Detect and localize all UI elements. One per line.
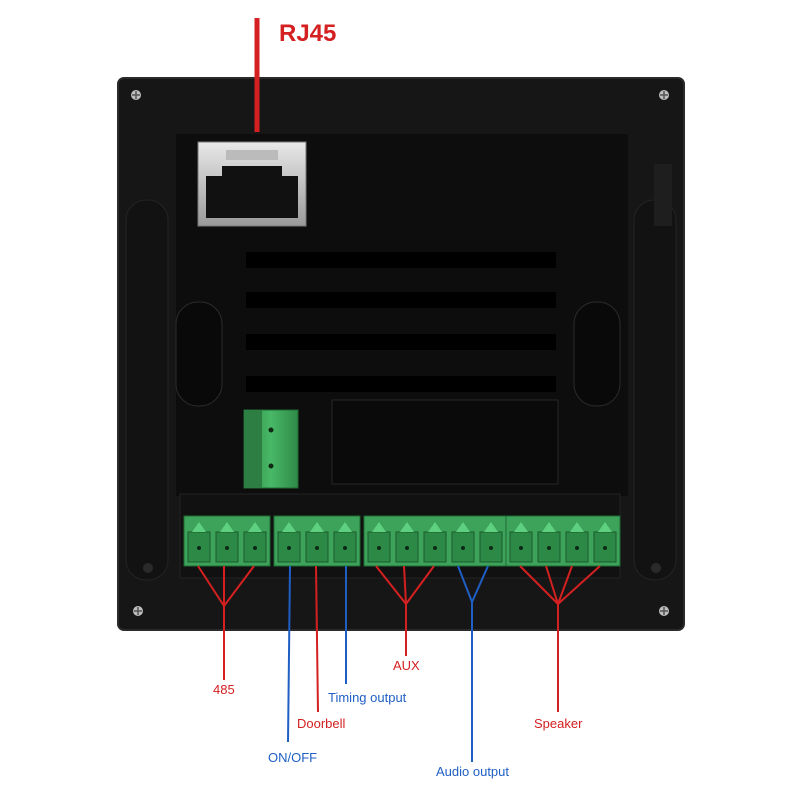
terminal-screw (489, 546, 493, 550)
pointer-onoff (287, 565, 291, 743)
terminal-arrow-icon (598, 522, 612, 532)
right-slot (654, 164, 672, 226)
left-oval (175, 301, 223, 407)
screw-icon (659, 90, 669, 100)
label-onoff: ON/OFF (268, 750, 318, 765)
terminal-screw (253, 546, 257, 550)
pointer-doorbell (315, 565, 319, 713)
terminal-screw (461, 546, 465, 550)
terminal-arrow-icon (428, 522, 442, 532)
label-doorbell: Doorbell (297, 716, 346, 731)
rj45-port-icon (197, 141, 307, 227)
label-speaker: Speaker (534, 716, 583, 731)
terminal-screw (433, 546, 437, 550)
left-rail (125, 199, 169, 581)
right-oval (573, 301, 621, 407)
terminal-arrow-icon (456, 522, 470, 532)
screw-icon (659, 606, 669, 616)
terminal-screw (287, 546, 291, 550)
terminal-arrow-icon (542, 522, 556, 532)
terminal-arrow-icon (570, 522, 584, 532)
terminal-arrow-icon (310, 522, 324, 532)
terminal-arrow-icon (192, 522, 206, 532)
terminal-arrow-icon (514, 522, 528, 532)
terminal-screw (575, 546, 579, 550)
terminal-block-aux-audio (363, 515, 507, 567)
terminal-arrow-icon (484, 522, 498, 532)
terminal-arrow-icon (400, 522, 414, 532)
pointer-speaker (519, 565, 601, 712)
pointer-aux (375, 565, 435, 656)
label-aux: AUX (393, 658, 420, 673)
terminal-block-speaker (505, 515, 621, 567)
terminal-block-onoff-doorbell-timing (273, 515, 361, 567)
terminal-arrow-icon (248, 522, 262, 532)
terminal-arrow-icon (282, 522, 296, 532)
terminal-screw (377, 546, 381, 550)
terminal-blocks (183, 515, 621, 567)
label-area (331, 399, 559, 485)
mount-hole (143, 563, 153, 573)
right-rail (633, 199, 677, 581)
label-timing-output: Timing output (328, 690, 407, 705)
screw-icon (133, 606, 143, 616)
pointer-485 (197, 565, 255, 680)
vent-slots (246, 252, 556, 392)
terminal-screw (343, 546, 347, 550)
terminal-arrow-icon (338, 522, 352, 532)
terminal-arrow-icon (220, 522, 234, 532)
terminal-screw (603, 546, 607, 550)
power-connector (243, 409, 299, 489)
screw-icon (131, 90, 141, 100)
terminal-screw (225, 546, 229, 550)
mount-hole (651, 563, 661, 573)
pointer-audio (457, 565, 489, 762)
terminal-screw (197, 546, 201, 550)
terminal-screw (405, 546, 409, 550)
terminal-screw (519, 546, 523, 550)
terminal-block-485 (183, 515, 271, 567)
label-audio-output: Audio output (436, 764, 510, 779)
terminal-screw (547, 546, 551, 550)
label-485: 485 (213, 682, 235, 697)
terminal-arrow-icon (372, 522, 386, 532)
rj45-label: RJ45 (279, 20, 337, 47)
terminal-screw (315, 546, 319, 550)
